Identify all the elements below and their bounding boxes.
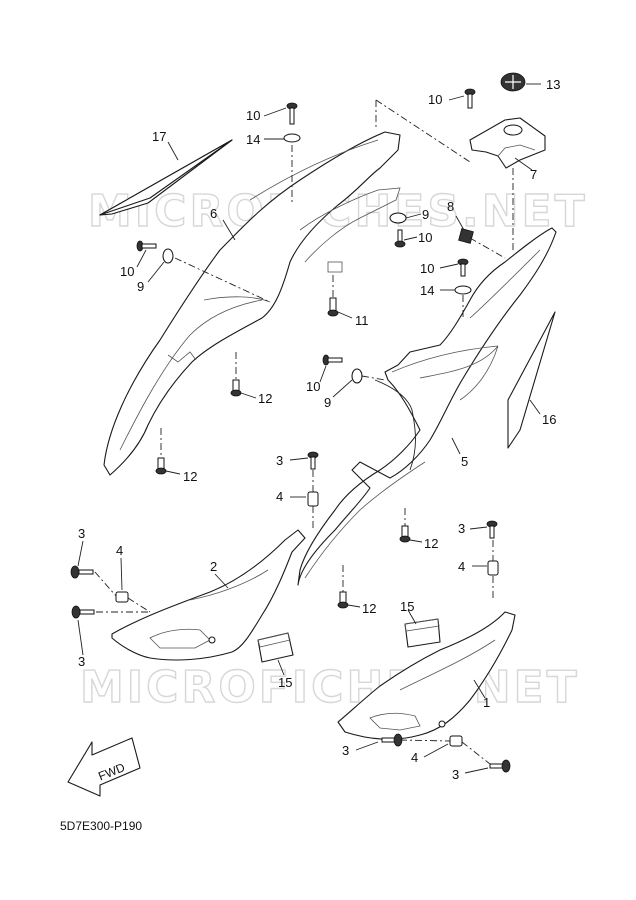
callout-10-f: 10 <box>306 379 320 394</box>
callout-7: 7 <box>530 167 537 182</box>
callout-3-f: 3 <box>452 767 459 782</box>
part-15-pad-right <box>404 618 441 648</box>
callout-10-d: 10 <box>120 264 134 279</box>
callout-3-b: 3 <box>458 521 465 536</box>
part-13-emblem <box>500 72 526 92</box>
grommet-12-d <box>337 591 349 609</box>
part-16-decal <box>507 311 556 449</box>
callout-14-a: 14 <box>246 132 260 147</box>
part-1-lower-right-cover <box>337 611 516 740</box>
nut-8 <box>458 228 474 244</box>
screw-3-b <box>486 520 498 539</box>
hardware <box>70 88 511 773</box>
callout-15-a: 15 <box>278 675 292 690</box>
part-6-left-side-cover <box>103 131 401 476</box>
screw-3-a <box>307 451 319 470</box>
callout-11: 11 <box>355 313 369 328</box>
callout-4-b: 4 <box>458 559 465 574</box>
screw-3-c <box>70 565 94 579</box>
callout-12-c: 12 <box>424 536 438 551</box>
callout-10-c: 10 <box>418 230 432 245</box>
part-7-bracket <box>469 117 546 169</box>
screw-10-top <box>286 102 298 125</box>
part-15-pad-left <box>257 632 294 663</box>
callout-10-a: 10 <box>246 108 260 123</box>
screw-3-d <box>71 605 95 619</box>
callout-9-a: 9 <box>422 207 429 222</box>
callout-3-c: 3 <box>78 526 85 541</box>
grommet-12-b <box>155 457 167 475</box>
leader-lines <box>77 83 541 774</box>
callout-14-b: 14 <box>420 283 434 298</box>
callout-9-b: 9 <box>137 279 144 294</box>
collar-4-d <box>449 735 463 747</box>
screw-10-center <box>394 229 406 248</box>
callout-13: 13 <box>546 77 560 92</box>
callout-4-c: 4 <box>116 543 123 558</box>
screw-3-f <box>489 759 511 773</box>
grommet-12-c <box>399 525 411 543</box>
callout-5: 5 <box>461 454 468 469</box>
callout-16: 16 <box>542 412 556 427</box>
washer-14-top <box>283 133 301 143</box>
callouts: 17 10 14 10 13 7 8 9 10 6 10 9 10 14 11 … <box>78 77 560 782</box>
grommet-12-a <box>230 379 242 397</box>
callout-3-d: 3 <box>78 654 85 669</box>
callout-9-c: 9 <box>324 395 331 410</box>
callout-1: 1 <box>483 695 490 710</box>
callout-6: 6 <box>210 206 217 221</box>
callout-3-e: 3 <box>342 743 349 758</box>
watermark-bottom: MICROFICHES.NET <box>80 662 580 713</box>
part-17-decal <box>99 139 233 216</box>
callout-12-d: 12 <box>362 601 376 616</box>
washer-14-right <box>454 285 472 295</box>
collar-4-a <box>307 491 319 507</box>
part-5-right-side-cover <box>297 227 557 586</box>
diagram-code: 5D7E300-P190 <box>60 819 142 833</box>
washer-9-left <box>162 248 174 264</box>
callout-4-d: 4 <box>411 750 418 765</box>
screw-3-e <box>381 733 403 747</box>
collar-4-c <box>115 591 129 603</box>
callout-17: 17 <box>152 129 166 144</box>
callout-8: 8 <box>447 199 454 214</box>
callout-3-a: 3 <box>276 453 283 468</box>
callout-10-e: 10 <box>420 261 434 276</box>
screw-10-bracket <box>464 88 476 109</box>
part-2-lower-left-cover <box>111 529 306 661</box>
callout-2: 2 <box>210 559 217 574</box>
washer-9-center <box>389 212 407 224</box>
washer-9-mid <box>351 368 363 384</box>
callout-4-a: 4 <box>276 489 283 504</box>
callout-12-a: 12 <box>258 391 272 406</box>
screw-10-right <box>457 258 469 277</box>
callout-15-b: 15 <box>400 599 414 614</box>
callout-12-b: 12 <box>183 469 197 484</box>
screw-10-mid <box>322 354 343 366</box>
callout-10-b: 10 <box>428 92 442 107</box>
assembly-lines <box>94 99 514 765</box>
screw-10-left <box>136 240 157 252</box>
grommet-11 <box>327 297 339 317</box>
collar-4-b <box>487 560 499 576</box>
fwd-arrow: FWD <box>67 737 141 797</box>
